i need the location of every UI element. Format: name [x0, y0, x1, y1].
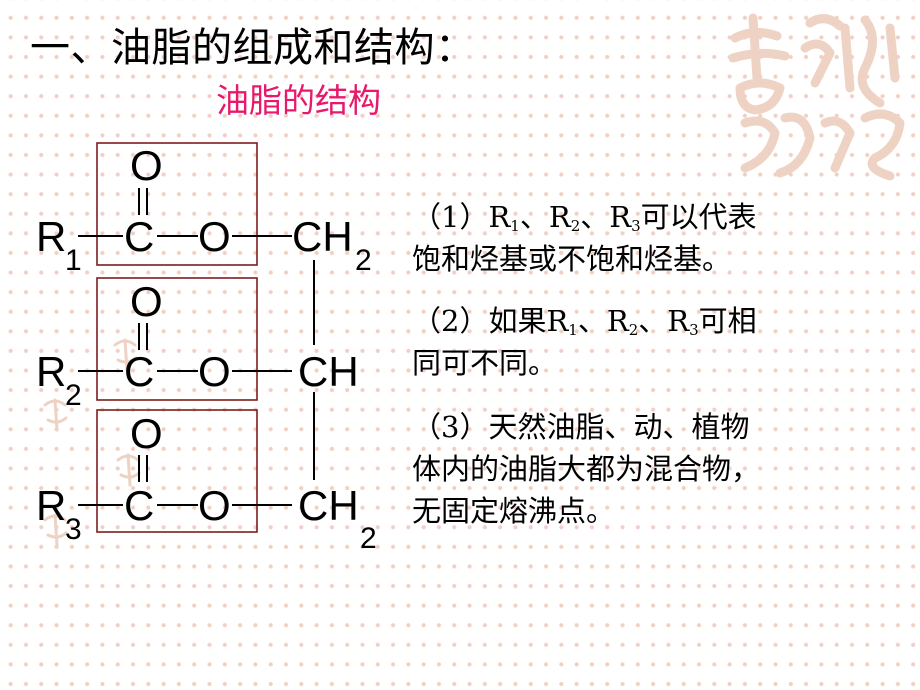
r3-letter: R — [36, 482, 66, 529]
subscript: 2 — [570, 217, 581, 235]
ester-box-2 — [96, 277, 258, 401]
note-text: 、R — [638, 304, 690, 338]
triglyceride-structure: O R 1 C O CH 2 O R 2 C O CH — [36, 142, 377, 555]
subscript: 2 — [628, 321, 639, 339]
r2-subscript: 2 — [65, 379, 82, 412]
note-2: （2）如果R1、R2、R3可相 同可不同。 — [412, 300, 872, 384]
oxygen-atom: O — [130, 142, 163, 189]
ester-box-3 — [96, 409, 258, 533]
note-1-line-1: （1）R1、R2、R3可以代表 — [412, 196, 872, 238]
ch-group-middle: CH — [298, 348, 359, 395]
ch2-group-bottom: CH — [298, 482, 359, 529]
note-text: （2）如果R — [412, 304, 569, 338]
subscript: 1 — [568, 321, 578, 339]
r2-letter: R — [36, 348, 66, 395]
note-text: 、R — [577, 304, 629, 338]
note-text: 、R — [580, 200, 632, 234]
subscript: 3 — [689, 321, 699, 339]
note-3-line-1: （3）天然油脂、动、植物 — [412, 410, 750, 444]
oxygen-atom: O — [198, 482, 231, 529]
note-text: 可以代表 — [640, 200, 757, 234]
note-3-line-3: 无固定熔沸点。 — [412, 494, 616, 528]
r1-letter: R — [36, 213, 66, 260]
note-3-line-2: 体内的油脂大都为混合物， — [412, 452, 761, 486]
seal-watermark-icon — [728, 13, 905, 181]
oxygen-atom: O — [198, 213, 231, 260]
r3-subscript: 3 — [65, 513, 82, 546]
section-subtitle: 油脂的结构 — [216, 81, 381, 120]
highlight-box — [96, 409, 258, 533]
oxygen-atom: O — [198, 348, 231, 395]
note-2-line-2: 同可不同。 — [412, 346, 558, 380]
ch2-subscript: 2 — [355, 244, 372, 277]
note-1: （1）R1、R2、R3可以代表 饱和烃基或不饱和烃基。 — [412, 196, 872, 280]
subscript: 1 — [510, 217, 520, 235]
subscript: 3 — [631, 217, 641, 235]
note-text: （1）R — [412, 200, 511, 234]
highlight-box — [96, 277, 258, 401]
oxygen-atom: O — [130, 278, 163, 325]
r1-subscript: 1 — [65, 244, 82, 277]
ch2-group-top: CH — [292, 213, 353, 260]
oxygen-atom: O — [130, 410, 163, 457]
note-2-line-1: （2）如果R1、R2、R3可相 — [412, 300, 872, 342]
note-text: 、R — [519, 200, 571, 234]
note-1-line-2: 饱和烃基或不饱和烃基。 — [412, 242, 732, 276]
ester-box-1 — [96, 142, 258, 266]
carbon-atom: C — [124, 348, 154, 395]
ch2-subscript: 2 — [360, 522, 377, 555]
carbon-atom: C — [124, 482, 154, 529]
note-text: 可相 — [698, 304, 757, 338]
small-seal-icon — [43, 338, 141, 547]
highlight-box — [96, 142, 258, 266]
carbon-atom: C — [124, 213, 154, 260]
page-title: 一、油脂的组成和结构： — [30, 25, 476, 71]
note-3: （3）天然油脂、动、植物 体内的油脂大都为混合物， 无固定熔沸点。 — [412, 406, 872, 532]
